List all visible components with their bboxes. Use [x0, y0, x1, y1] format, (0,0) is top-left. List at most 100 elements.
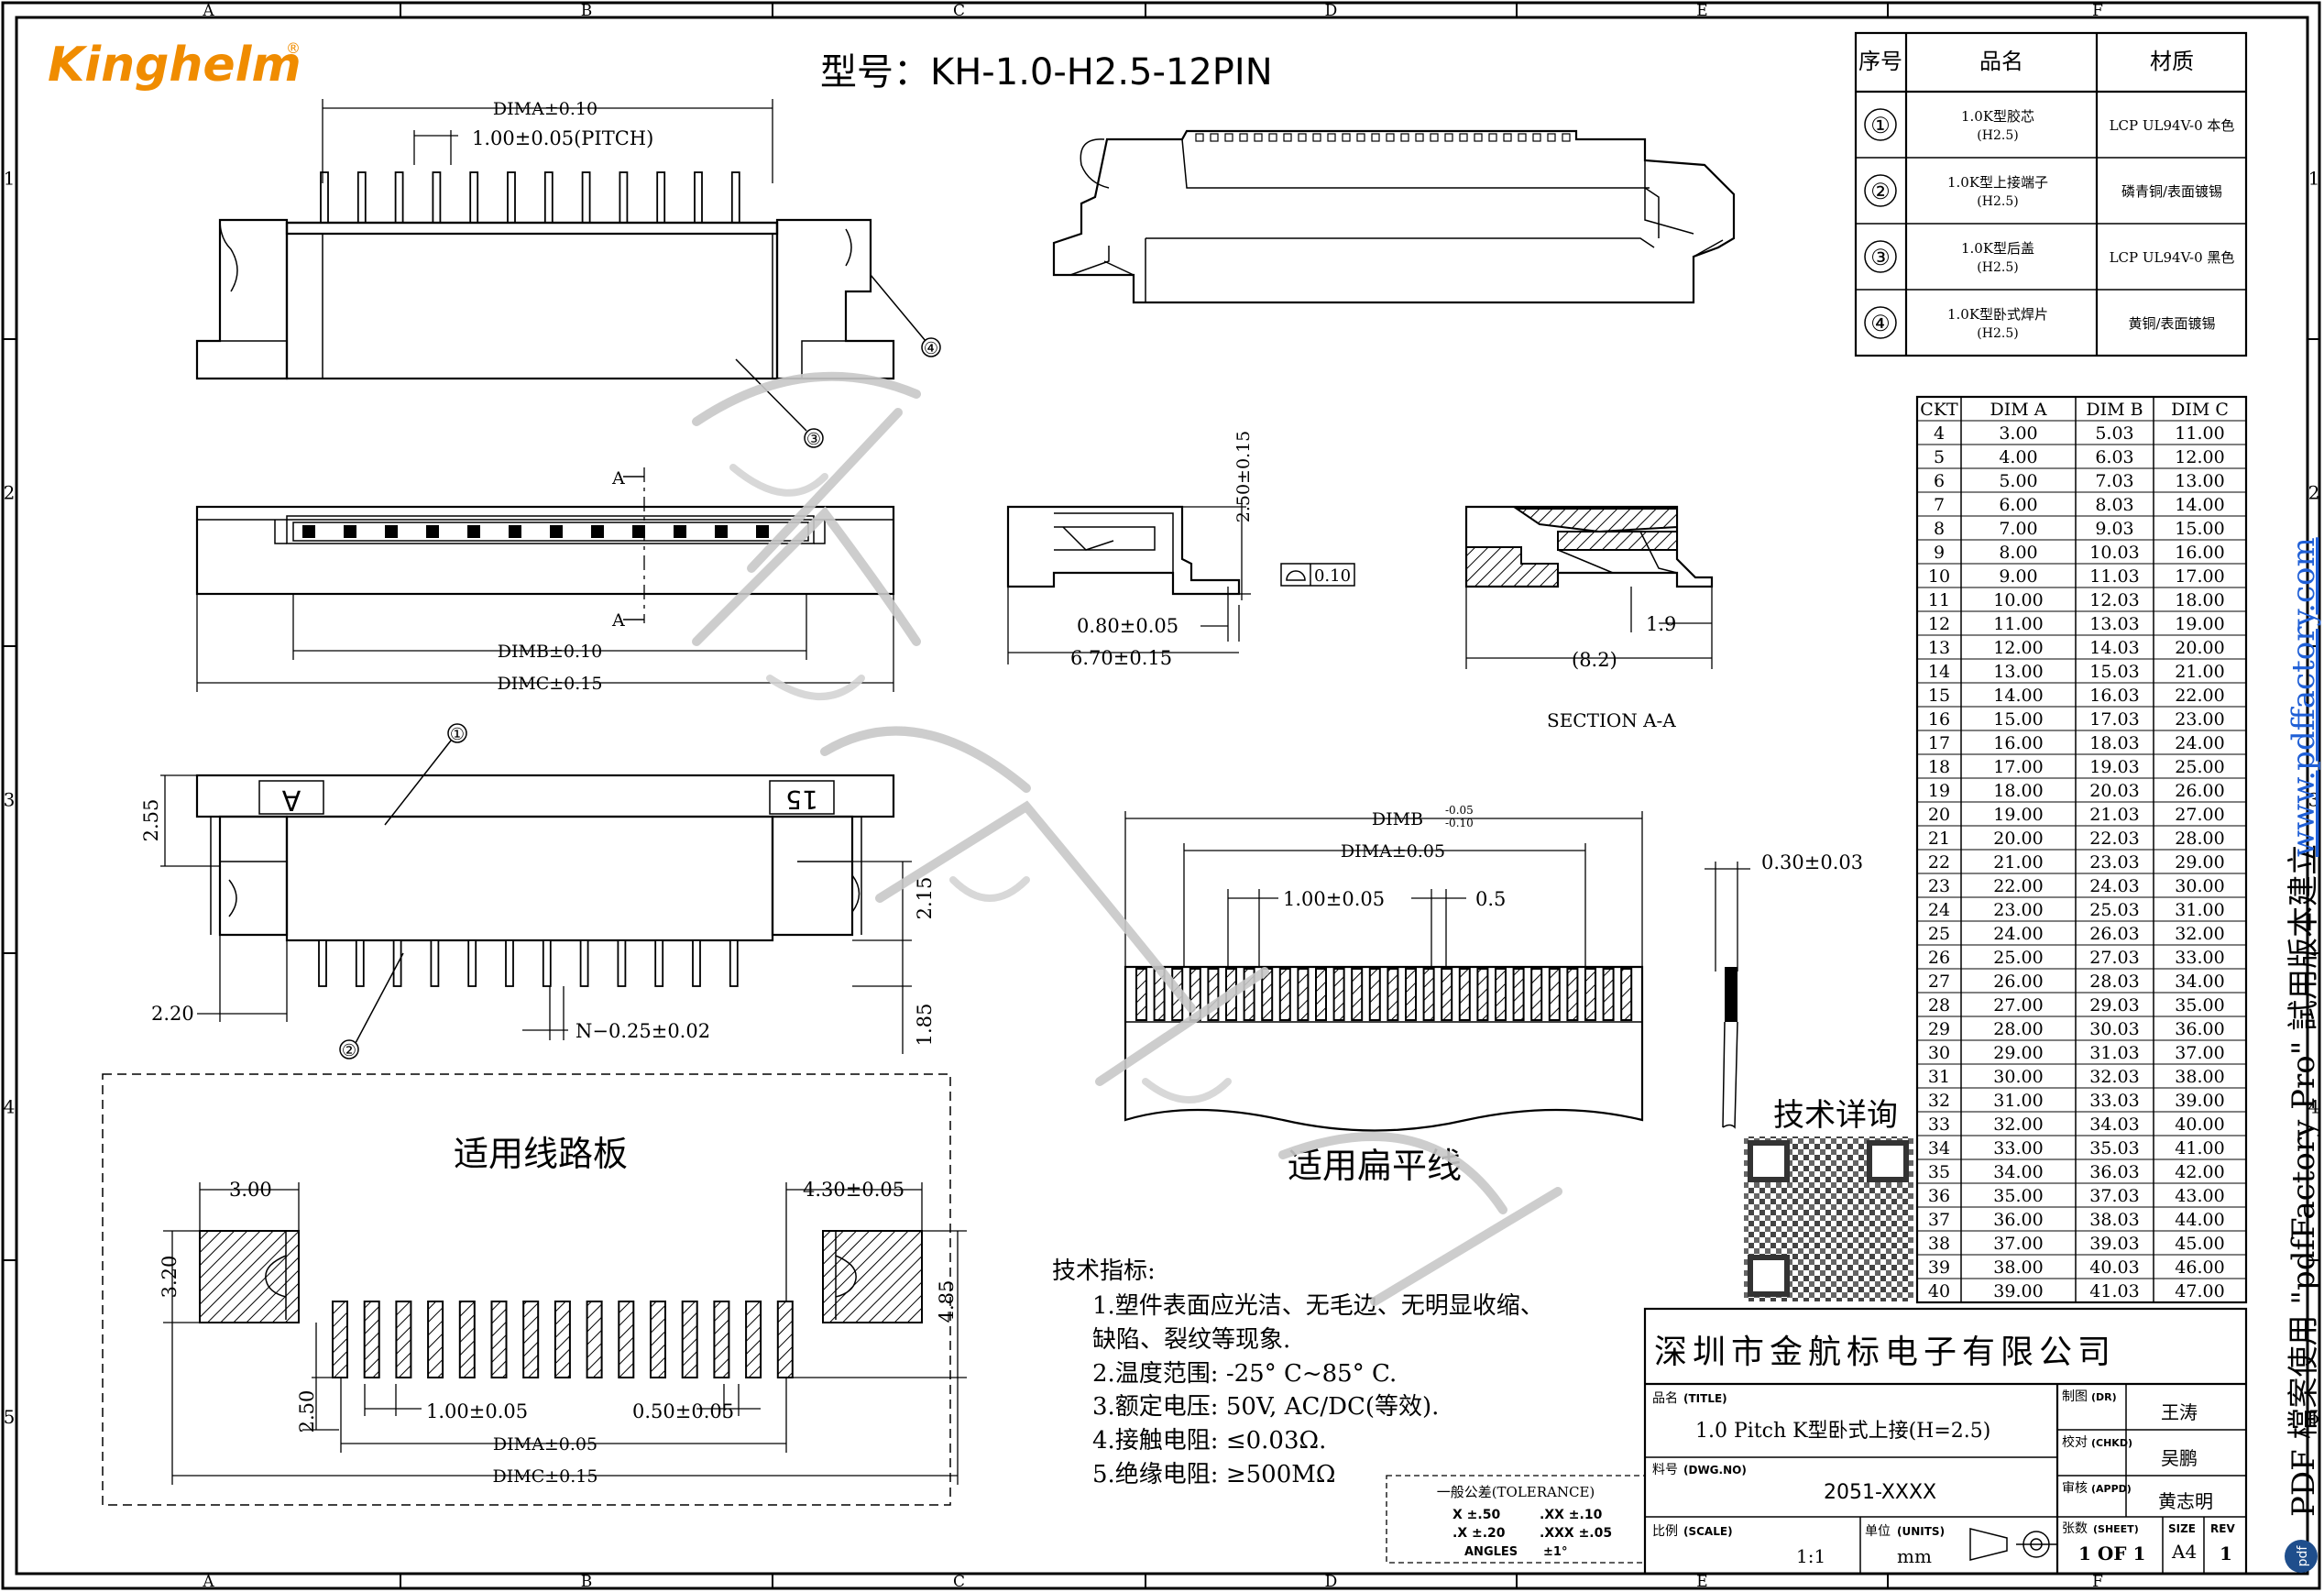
dim-table-cell: 16 — [1928, 709, 1950, 730]
part-number: ③ — [1870, 245, 1891, 270]
iso-slot — [1400, 133, 1409, 142]
part-number: ① — [1870, 113, 1891, 138]
dim-table-cell: 29 — [1928, 1019, 1950, 1039]
dim-table-cell: 30 — [1928, 1043, 1950, 1063]
dim-table-cell: 10 — [1928, 566, 1950, 587]
flatness-value: 0.10 — [1314, 566, 1351, 586]
bottom-pin — [430, 939, 440, 987]
pcb-pad — [490, 1301, 508, 1378]
dim-table-cell: 24 — [1928, 900, 1950, 920]
dim-table-cell: 34.00 — [2175, 972, 2224, 992]
section-label: SECTION A-A — [1547, 709, 1676, 731]
ffc-conductor — [1620, 968, 1633, 1021]
appd-label-en: (APPD) — [2091, 1483, 2132, 1495]
dim-table-header: DIM B — [2086, 400, 2143, 420]
dim-table-cell: 24.00 — [1993, 924, 2043, 944]
top-pin — [730, 171, 740, 224]
dim-table-cell: 34.03 — [2089, 1114, 2139, 1135]
dim-table-cell: 9.03 — [2095, 519, 2133, 539]
iso-slot — [1562, 133, 1571, 142]
part-material: 黄铜/表面镀锡 — [2128, 315, 2215, 332]
pcb-dim-3-20: 3.20 — [159, 1256, 181, 1299]
dim-table-cell: 11.03 — [2089, 566, 2139, 587]
pcb-pad — [458, 1301, 476, 1378]
dim-table-cell: 25.03 — [2089, 900, 2139, 920]
sheet-value: 1 OF 1 — [2078, 1543, 2145, 1565]
zone-row-right-5: 5 — [2308, 1406, 2320, 1428]
dim-table-cell: 21.00 — [2175, 662, 2224, 682]
bottom-dim-n: N−0.25±0.02 — [576, 1020, 710, 1042]
dim-table-cell: 14.03 — [2089, 638, 2139, 658]
zone-row-right-2: 2 — [2308, 482, 2320, 504]
tol-x1: .X ±.20 — [1452, 1526, 1506, 1541]
watermark-link[interactable]: www.pdffactory.com — [2286, 537, 2322, 857]
dim-table-header: CKT — [1920, 400, 1958, 420]
pcb-pad — [681, 1301, 698, 1378]
units-label-en: (UNITS) — [1897, 1525, 1945, 1538]
dim-table-cell: 39.00 — [2175, 1091, 2224, 1111]
dim-table-cell: 12.00 — [1993, 638, 2043, 658]
dim-table-cell: 26.00 — [2175, 781, 2224, 801]
dim-table-cell: 18 — [1928, 757, 1950, 777]
pdf-badge-text: pdf — [2296, 1545, 2310, 1567]
ffc-dim-width: 0.5 — [1475, 888, 1506, 910]
dim-table-cell: 33.00 — [2175, 948, 2224, 968]
pcb-dim-width: 0.50±0.05 — [632, 1400, 734, 1422]
section-mark-bottom: A — [611, 610, 625, 631]
iso-slot — [1503, 133, 1512, 142]
spec-line-5: 4.接触电阻: ≤0.03Ω. — [1092, 1427, 1326, 1455]
dim-table-cell: 44.00 — [2175, 1210, 2224, 1230]
ffc-conductor — [1584, 968, 1596, 1021]
sheet-label-en: (SHEET) — [2093, 1523, 2139, 1535]
dr-label-en: (DR) — [2091, 1391, 2117, 1403]
dim-table-cell: 8 — [1934, 519, 1945, 539]
dim-table-cell: 37 — [1928, 1210, 1950, 1230]
spec-line-1: 1.塑件表面应光洁、无毛边、无明显收缩、 — [1092, 1292, 1544, 1320]
dim-table-cell: 32.03 — [2089, 1067, 2139, 1087]
dim-table-cell: 23 — [1928, 876, 1950, 896]
front-pin — [344, 525, 356, 538]
qr-finder-tr — [1867, 1140, 1909, 1182]
top-pin — [320, 171, 329, 224]
ffc-conductors — [1135, 968, 1633, 1021]
dim-table-cell: 37.00 — [1993, 1234, 2043, 1254]
dim-table-cell: 31.03 — [2089, 1043, 2139, 1063]
bottom-pin — [355, 939, 365, 987]
dim-table-cell: 8.00 — [1999, 543, 2037, 563]
balloon-3: ③ — [806, 430, 821, 449]
iso-slot — [1430, 133, 1439, 142]
dim-table-cell: 21 — [1928, 829, 1950, 849]
dim-table-cell: 16.03 — [2089, 686, 2139, 706]
dim-table-cell: 42.00 — [2175, 1162, 2224, 1182]
top-pin — [581, 171, 591, 224]
zone-row-left-4: 4 — [4, 1096, 16, 1118]
dim-table-cell: 16.00 — [1993, 733, 2043, 753]
front-pin — [715, 525, 728, 538]
ffc-conductor — [1458, 968, 1471, 1021]
brand-logo: Kinghelm ® — [48, 38, 301, 93]
dim-table-cell: 22 — [1928, 852, 1950, 873]
ffc-dim-pitch: 1.00±0.05 — [1283, 888, 1385, 910]
dim-table-cell: 35.00 — [2175, 995, 2224, 1016]
dim-table-cell: 20.00 — [2175, 638, 2224, 658]
bottom-dim-1-85: 1.85 — [914, 1004, 936, 1047]
bottom-view: A 15 ① ② 2.55 2.15 2.20 1.85 — [140, 723, 936, 1060]
rev-label: REV — [2210, 1522, 2235, 1535]
dim-table-cell: 14.00 — [2175, 495, 2224, 515]
front-pin — [385, 525, 398, 538]
dim-table-cell: 13.03 — [2089, 614, 2139, 634]
pcb-pad — [332, 1301, 348, 1378]
part-name-height: (H2.5) — [1977, 326, 2018, 341]
tech-specs: 技术指标: 1.塑件表面应光洁、无毛边、无明显收缩、 缺陷、裂纹等现象. 2.温… — [1052, 1257, 1544, 1488]
dim-table-cell: 6.00 — [1999, 495, 2037, 515]
iso-slot — [1415, 133, 1424, 142]
dim-table-cell: 9.00 — [1999, 566, 2037, 587]
zone-row-left-5: 5 — [4, 1406, 16, 1428]
isometric-view — [1052, 129, 1736, 304]
zone-row-left-1: 1 — [4, 168, 16, 190]
dim-table-cell: 18.00 — [2175, 590, 2224, 610]
dim-table-cell: 5.00 — [1999, 471, 2037, 491]
front-dim-b: DIMB±0.10 — [498, 642, 602, 662]
